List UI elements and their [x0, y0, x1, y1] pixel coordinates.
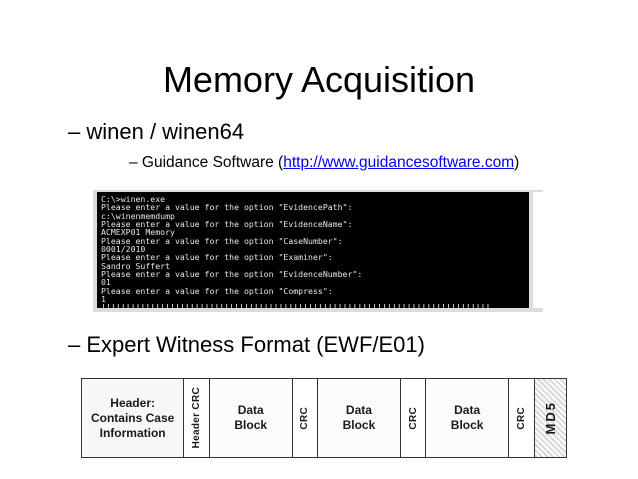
ewf-md5-segment: MD5: [534, 379, 567, 457]
ewf-data-block-2: Data Block: [318, 379, 401, 457]
ewf-header-label: Header: Contains Case Information: [90, 395, 175, 440]
ewf-md5-label: MD5: [542, 401, 558, 435]
ewf-data-block-label: Data Block: [450, 403, 484, 432]
terminal-line: Please enter a value for the option "Cas…: [101, 235, 343, 246]
terminal-line: 0001/2010: [101, 244, 146, 255]
ewf-data-block-label: Data Block: [234, 403, 268, 432]
terminal-line: Sandro Suffert: [101, 260, 171, 271]
ewf-crc-3: CRC: [509, 379, 535, 457]
ewf-data-block-label: Data Block: [342, 403, 376, 432]
bullet-winen: – winen / winen64: [68, 119, 245, 144]
ewf-crc-label: CRC: [299, 406, 311, 430]
terminal-line: Please enter a value for the option "Evi…: [101, 219, 353, 230]
terminal-line: C:\>winen.exe: [101, 194, 166, 204]
terminal-line: 01: [101, 277, 111, 288]
ewf-header-crc-segment: Header CRC: [184, 379, 210, 457]
ewf-header-crc-label: Header CRC: [191, 387, 203, 449]
ewf-crc-label: CRC: [407, 406, 419, 430]
ewf-crc-label: CRC: [515, 406, 527, 430]
ewf-crc-2: CRC: [401, 379, 427, 457]
terminal-line: 1: [101, 294, 106, 305]
terminal-scrollbar[interactable]: [533, 192, 543, 308]
terminal-line: Please enter a value for the option "Evi…: [101, 202, 353, 213]
slide-title: Memory Acquisition: [162, 59, 476, 100]
sub-bullet-suffix: ): [514, 154, 520, 171]
sub-bullet-guidance: – Guidance Software (http://www.guidance…: [129, 152, 519, 174]
terminal-line: Please enter a value for the option "Exa…: [101, 252, 333, 263]
terminal-line: c:\winenmemdump: [101, 210, 175, 221]
ewf-format-diagram: Header: Contains Case Information Header…: [81, 378, 567, 458]
ewf-data-block-3: Data Block: [426, 379, 509, 457]
bullet-ewf: – Expert Witness Format (EWF/E01): [68, 332, 425, 357]
terminal-progress-line: !!!!!!!!!!!!!!!!!!!!!!!!!!!!!!!!!!!!!!!!…: [101, 302, 491, 308]
guidance-link[interactable]: http://www.guidancesoftware.com: [283, 154, 515, 171]
terminal-screenshot: C:\>winen.exe Please enter a value for t…: [93, 190, 543, 312]
ewf-data-block-1: Data Block: [209, 379, 293, 457]
ewf-crc-1: CRC: [293, 379, 319, 457]
terminal-window: C:\>winen.exe Please enter a value for t…: [97, 192, 529, 308]
terminal-line: ACMEXP01 Memory: [101, 227, 175, 238]
terminal-line: Please enter a value for the option "Com…: [101, 285, 333, 296]
terminal-line: Please enter a value for the option "Evi…: [101, 269, 363, 280]
sub-bullet-prefix: – Guidance Software (: [129, 154, 284, 171]
ewf-header-segment: Header: Contains Case Information: [82, 379, 185, 457]
